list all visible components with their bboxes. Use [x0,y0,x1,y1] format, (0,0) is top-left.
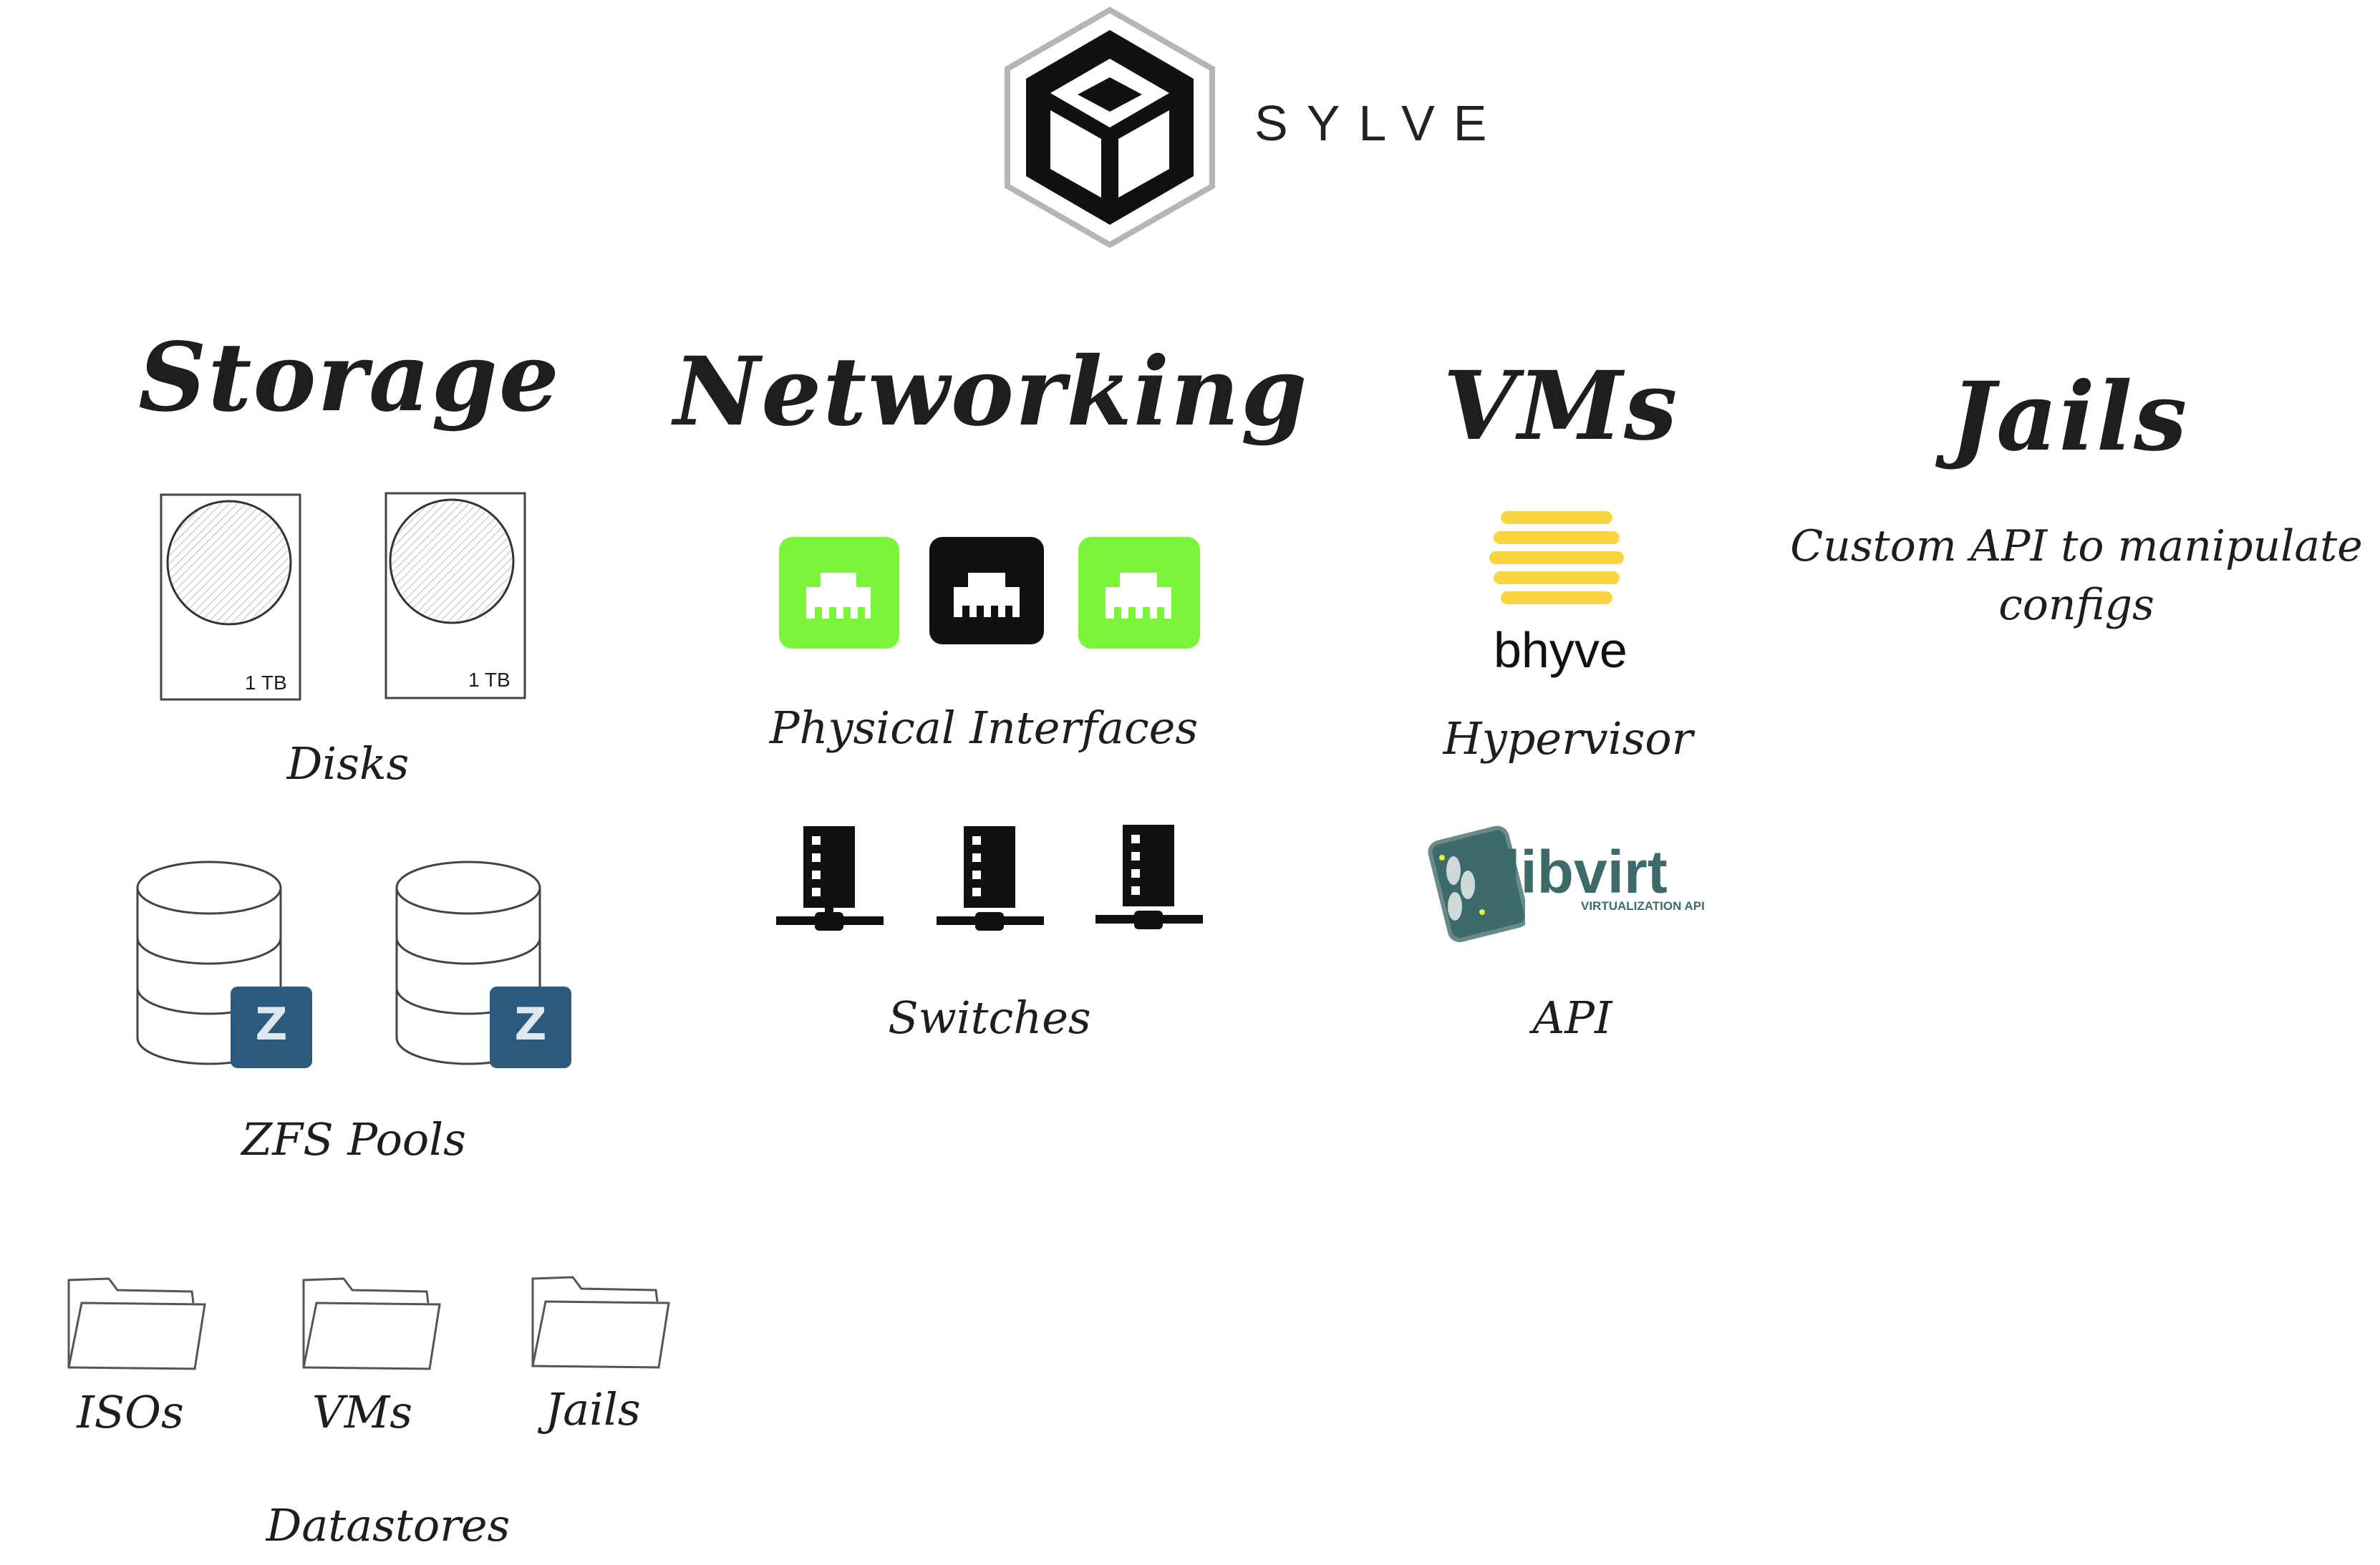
sylve-logo [999,6,1221,249]
disks-caption: Disks [286,737,410,790]
hypervisor-caption: Hypervisor [1443,712,1693,765]
network-switch-icon [1095,825,1203,929]
libvirt-icon [1428,825,1525,943]
folder-icon [531,1276,670,1369]
cube-hexagon-icon [1005,6,1215,248]
physical-interfaces [778,536,1207,650]
zfs-pool-1: Z [133,859,319,1074]
folder-icon [67,1277,206,1370]
vms-heading: VMs [1443,351,1679,462]
folder-isos [66,1273,209,1373]
ethernet-port-icon [1078,537,1200,649]
disk-2 [384,491,527,700]
bhyve-logo-text: bhyve [1494,622,1627,678]
bhyve-logo [1489,508,1632,630]
folder-icon [302,1277,441,1370]
bhyve-icon [1489,511,1624,604]
network-switch-icon [937,826,1044,931]
zfs-icon: Z [490,987,571,1068]
jails-description-line1: Custom API to manipulate [1790,521,2363,571]
logo-text: SYLVE [1254,95,1506,151]
storage-heading: Storage [138,322,561,433]
switches-caption: Switches [888,992,1091,1044]
disk-2-size: 1 TB [468,669,511,691]
hard-disk-icon [384,492,526,699]
zfs-icon: Z [231,987,312,1068]
physical-interfaces-caption: Physical Interfaces [769,702,1199,754]
zfs-pool-2: Z [392,859,579,1074]
switches [776,823,1206,938]
zfs-pools-caption: ZFS Pools [241,1113,466,1166]
disk-1-size: 1 TB [245,672,287,694]
database-zfs-icon: Z [395,861,571,1068]
api-caption: API [1532,992,1612,1044]
network-switch-icon [776,826,884,931]
libvirt-logo-subtext: VIRTUALIZATION API [1581,899,1705,913]
datastores-caption: Datastores [266,1499,511,1551]
ethernet-port-icon [929,537,1044,644]
folder-isos-label: ISOs [77,1386,184,1438]
hard-disk-icon [160,493,301,701]
disk-1 [159,493,302,702]
networking-heading: Networking [673,336,1309,447]
ethernet-port-icon [779,537,899,649]
folder-vms-label: VMs [311,1386,413,1438]
database-zfs-icon: Z [136,861,312,1068]
jails-heading: Jails [1950,362,2189,473]
libvirt-logo [1425,820,1525,956]
folder-vms [301,1273,444,1373]
folder-jails-label: Jails [545,1383,641,1435]
svg-text:Z: Z [515,998,547,1050]
jails-description-line2: configs [1998,580,2154,630]
svg-text:Z: Z [256,998,288,1050]
libvirt-logo-text: libvirt [1504,838,1668,906]
folder-jails [530,1271,673,1372]
